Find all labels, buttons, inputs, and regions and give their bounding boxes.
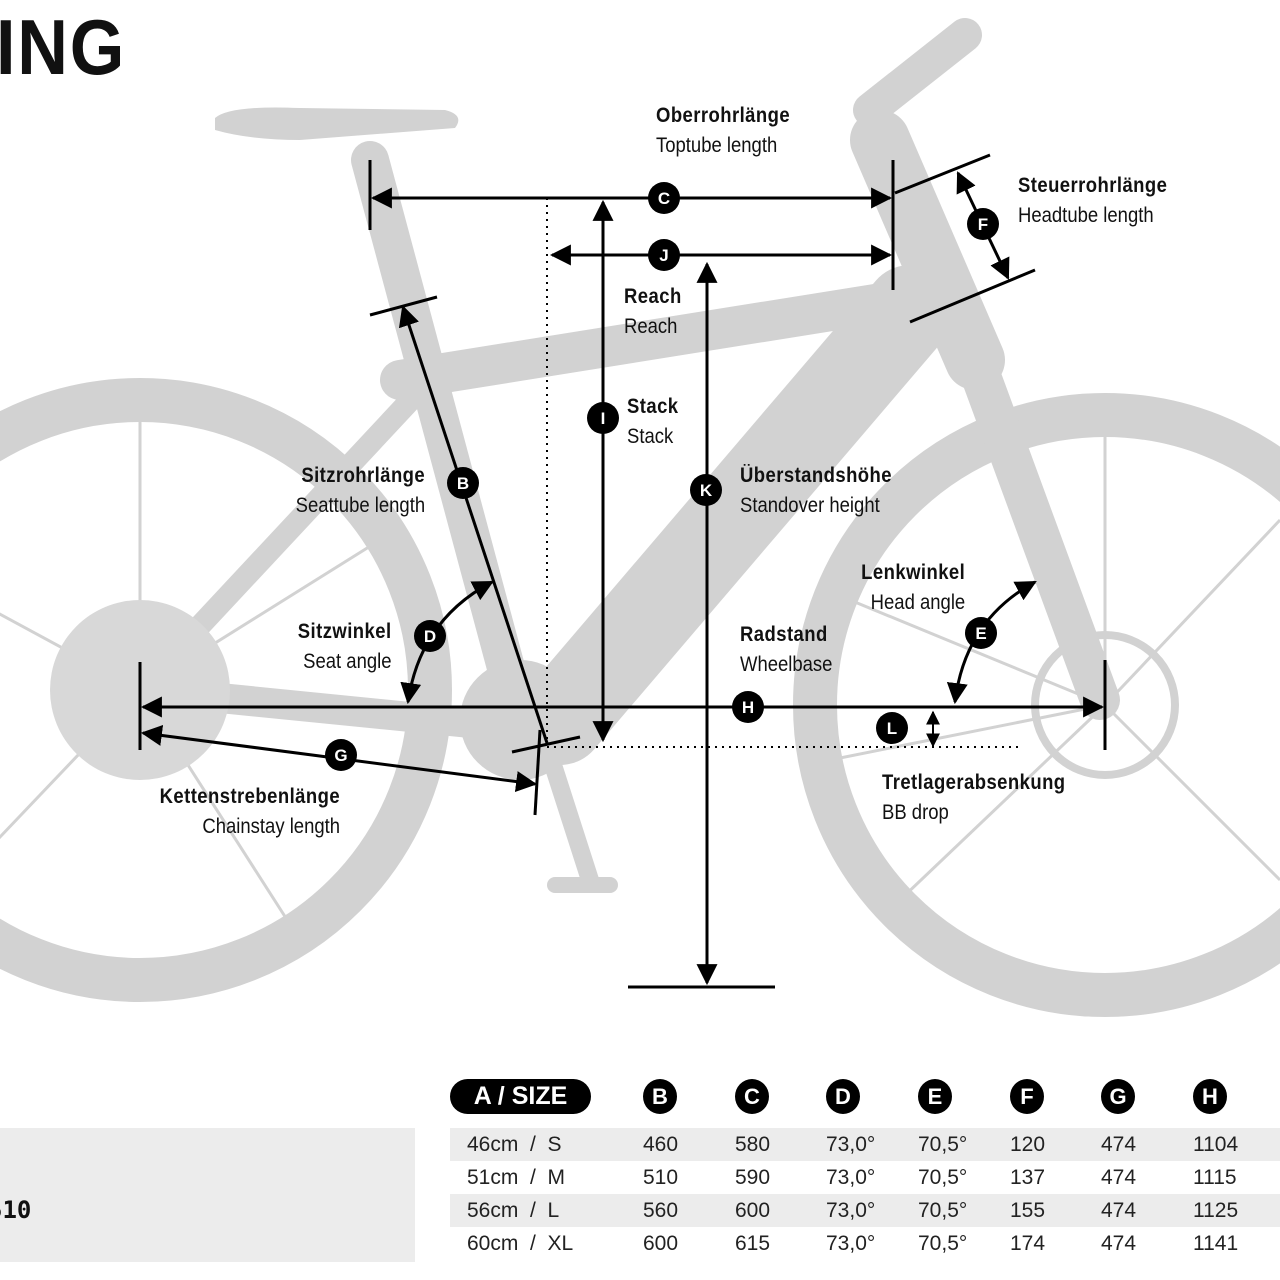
badge-j: J [648,239,680,271]
svg-text:J: J [659,246,668,265]
table-cell: 70,5° [918,1199,968,1222]
table-cell: 615 [735,1232,771,1255]
size-cell: 51cm / M [467,1166,566,1189]
badge-g: G [325,739,357,771]
size-cell: 46cm / S [467,1133,562,1156]
table-cell: 600 [735,1199,771,1222]
table-cell: 460 [643,1133,679,1156]
badge-e: E [965,617,997,649]
model-panel [0,1128,415,1262]
table-cell: 174 [1010,1232,1046,1255]
table-cell: 474 [1101,1166,1137,1189]
table-row: 51cm / M 510 590 73,0° 70,5° 137 474 1115 [450,1161,1280,1194]
headangle-arc [946,580,1037,705]
seattube-line [398,305,549,744]
table-cell: 70,5° [918,1133,968,1156]
svg-text:G: G [334,746,347,765]
column-header-c: C [735,1079,769,1114]
table-cell: 1125 [1193,1199,1239,1222]
motor [460,660,580,780]
measurements [138,153,1107,989]
stem [853,18,982,127]
table-cell: 73,0° [826,1199,876,1222]
table-cell: 137 [1010,1166,1046,1189]
badge-l: L [876,712,908,744]
badge-k: K [690,474,722,506]
svg-text:L: L [887,719,897,738]
table-cell: 474 [1101,1199,1137,1222]
table-cell: 1141 [1193,1232,1239,1255]
table-cell: 474 [1101,1133,1137,1156]
table-cell: 474 [1101,1232,1137,1255]
table-cell: 155 [1010,1199,1046,1222]
table-cell: 600 [643,1232,679,1255]
svg-text:H: H [742,698,754,717]
seat-tube [351,141,539,739]
table-row: 56cm / L 560 600 73,0° 70,5° 155 474 1125 [450,1194,1280,1227]
model-name: 510 [0,1196,32,1224]
table-cell: 70,5° [918,1232,968,1255]
svg-text:D: D [424,627,436,646]
table-cell: 580 [735,1133,771,1156]
table-cell: 73,0° [826,1133,876,1156]
badge-f: F [967,208,999,240]
badge-d: D [414,620,446,652]
table-cell: 70,5° [918,1166,968,1189]
head-tube [850,110,1005,390]
top-tube [380,280,920,400]
column-header-g: G [1101,1079,1135,1114]
badge-h: H [732,691,764,723]
svg-text:E: E [975,624,986,643]
table-cell: 560 [643,1199,679,1222]
column-header-e: E [918,1079,952,1114]
size-header: A / SIZE [450,1079,591,1114]
column-header-h: H [1193,1079,1227,1114]
saddle [215,107,459,140]
letter-badges: C J I K B D H L G F E [325,182,999,771]
badge-c: C [648,182,680,214]
badge-i: I [587,402,619,434]
svg-text:B: B [457,474,469,493]
svg-text:F: F [978,215,988,234]
down-tube [515,265,955,765]
size-cell: 56cm / L [467,1199,560,1222]
table-cell: 73,0° [826,1166,876,1189]
table-cell: 1115 [1193,1166,1237,1189]
size-cell: 60cm / XL [467,1232,574,1255]
column-header-d: D [826,1079,860,1114]
table-cell: 510 [643,1166,679,1189]
page-title: ING [0,3,127,91]
table-cell: 120 [1010,1133,1046,1156]
table-cell: 590 [735,1166,771,1189]
table-row: 46cm / S 460 580 73,0° 70,5° 120 474 1104 [450,1128,1280,1161]
table-row: 60cm / XL 600 615 73,0° 70,5° 174 474 1141 [450,1227,1280,1260]
svg-text:C: C [658,189,670,208]
table-cell: 73,0° [826,1232,876,1255]
table-cell: 1104 [1193,1133,1239,1156]
svg-text:I: I [601,409,606,428]
column-header-b: B [643,1079,677,1114]
column-header-f: F [1010,1079,1044,1114]
badge-b: B [447,467,479,499]
svg-text:K: K [700,481,713,500]
